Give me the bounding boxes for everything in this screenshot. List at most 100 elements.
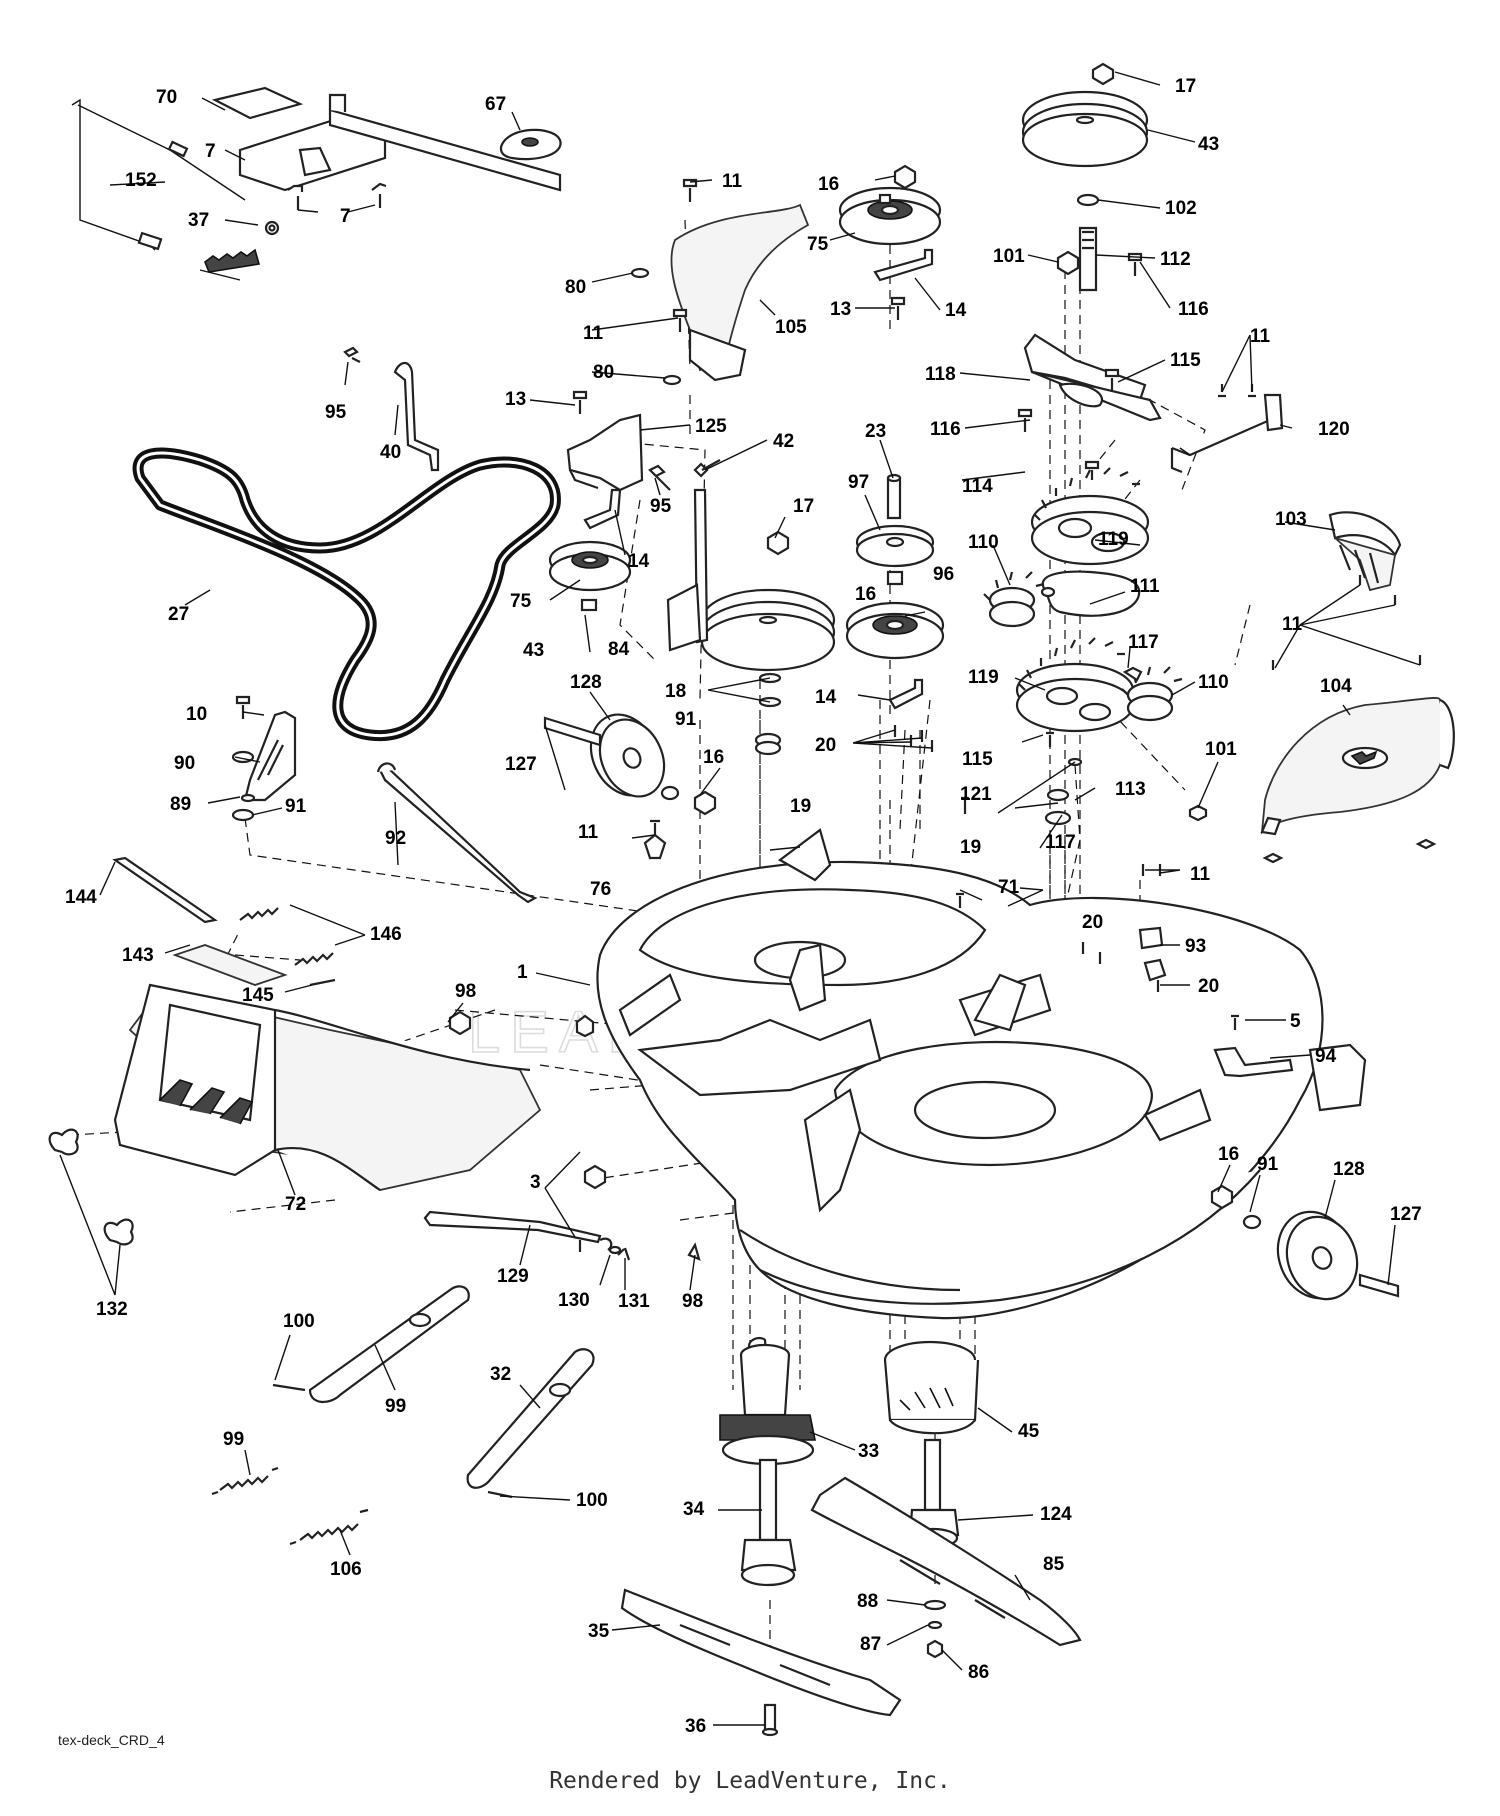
callout-label: 116 [1178,299,1209,320]
callout-label: 43 [523,640,544,661]
callout-label: 27 [168,604,189,625]
callout-label: 16 [818,174,839,195]
callout-label: 89 [170,794,191,815]
callout-label: 98 [682,1291,703,1312]
callout-label: 99 [385,1396,406,1417]
hardware [235,62,1437,1261]
callout-label: 128 [570,672,602,693]
callout-label: 110 [968,532,999,553]
callout-label: 143 [122,945,154,966]
callout-label: 117 [1045,832,1076,853]
callout-label: 101 [1205,739,1237,760]
callout-label: 128 [1333,1159,1365,1180]
callout-label: 86 [968,1662,989,1683]
callout-label: 111 [1130,576,1160,597]
callout-label: 72 [285,1194,306,1215]
callout-label: 16 [855,584,876,605]
callout-label: 75 [510,591,532,612]
callout-label: 98 [455,981,476,1002]
callout-label: 115 [962,749,993,770]
callout-label: 132 [96,1299,128,1320]
callout-label: 5 [1290,1011,1301,1032]
callout-label: 20 [1082,912,1103,933]
callout-label: 16 [703,747,724,768]
callout-numbers: 70 67 7 7 152 37 11 16 75 17 43 102 80 1… [65,76,1422,1737]
callout-label: 32 [490,1364,511,1385]
callout-label: 90 [174,753,195,774]
callout-label: 91 [285,796,307,817]
callout-label: 42 [773,431,794,452]
callout-leaders [59,71,1421,1726]
callout-label: 75 [807,234,829,255]
callout-label: 36 [685,1716,706,1737]
diagram-code-label: tex-deck_CRD_4 [58,1732,165,1748]
callout-label: 110 [1198,672,1229,693]
callout-label: 1 [517,962,528,983]
callout-label: 17 [1175,76,1196,97]
callout-label: 11 [1190,864,1211,885]
callout-label: 119 [968,667,999,688]
callout-label: 152 [125,170,157,191]
callout-label: 112 [1160,249,1191,270]
callout-label: 14 [628,551,650,572]
callout-label: 119 [1098,529,1129,550]
callout-label: 96 [933,564,954,585]
callout-label: 100 [576,1490,608,1511]
callout-label: 11 [722,171,743,192]
callout-label: 92 [385,828,406,849]
callout-label: 20 [1198,976,1219,997]
callout-label: 102 [1165,198,1197,219]
callout-label: 11 [1282,614,1303,635]
callout-label: 18 [665,681,686,702]
callout-label: 144 [65,887,97,908]
callout-label: 7 [205,141,216,162]
callout-label: 13 [830,299,851,320]
callout-label: 10 [186,704,207,725]
callout-label: 129 [497,1266,529,1287]
callout-label: 19 [790,796,811,817]
callout-label: 14 [815,687,837,708]
callout-label: 20 [815,735,836,756]
callout-label: 35 [588,1621,610,1642]
callout-label: 97 [848,472,869,493]
callout-label: 94 [1315,1046,1337,1067]
callout-label: 127 [505,754,537,775]
callout-label: 114 [962,476,993,497]
callout-label: 19 [960,837,981,858]
callout-label: 100 [283,1311,315,1332]
callout-label: 93 [1185,936,1206,957]
parts-line-art [48,62,1455,1737]
callout-label: 11 [578,822,599,843]
callout-label: 80 [565,277,586,298]
callout-label: 91 [675,709,697,730]
callout-label: 11 [1250,326,1271,347]
callout-label: 70 [156,87,177,108]
callout-label: 14 [945,300,967,321]
callout-label: 145 [242,985,274,1006]
callout-label: 99 [223,1429,244,1450]
callout-label: 120 [1318,419,1350,440]
callout-label: 91 [1257,1154,1279,1175]
callout-label: 105 [775,317,807,338]
callout-label: 33 [858,1441,879,1462]
callout-label: 13 [505,389,526,410]
callout-label: 16 [1218,1144,1239,1165]
callout-label: 87 [860,1634,881,1655]
callout-label: 115 [1170,350,1201,371]
callout-label: 127 [1390,1204,1422,1225]
callout-label: 34 [683,1499,705,1520]
callout-label: 76 [590,879,611,900]
callout-label: 45 [1018,1421,1040,1442]
callout-label: 17 [793,496,814,517]
callout-label: 104 [1320,676,1352,697]
callout-label: 117 [1128,632,1159,653]
callout-label: 130 [558,1290,590,1311]
callout-label: 71 [998,877,1020,898]
callout-label: 67 [485,94,506,115]
callout-label: 113 [1115,779,1146,800]
callout-label: 7 [340,206,351,227]
callout-label: 131 [618,1291,650,1312]
callout-label: 84 [608,639,630,660]
callout-label: 118 [925,364,956,385]
